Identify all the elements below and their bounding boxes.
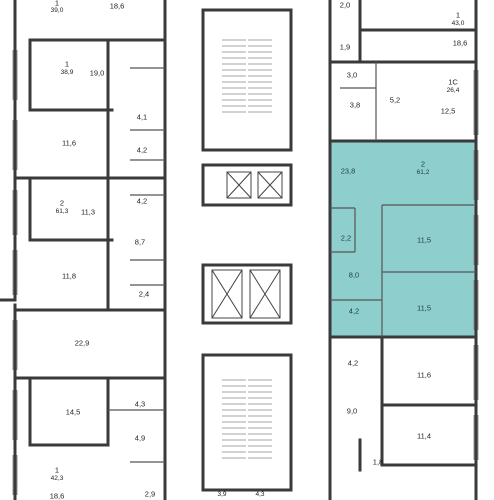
apt-1-rooms: 1 [54, 0, 60, 8]
room-area: 4,2 [136, 145, 148, 155]
room-area: 9,0 [346, 406, 358, 416]
room-area: 3,9 [217, 490, 227, 498]
lift-block-top [201, 163, 293, 207]
room-area: 11,6 [61, 138, 77, 148]
room-area: 19,0 [89, 68, 105, 78]
room-area: 22,9 [74, 338, 90, 348]
room-area: 11,4 [416, 431, 432, 441]
room-area: 1,9 [339, 42, 351, 52]
room-area: 2,0 [339, 0, 351, 10]
apt-4-rooms: 1 [54, 465, 60, 475]
apt-2-area: 38,9 [60, 68, 74, 76]
walls [0, 0, 478, 500]
apt-3-rooms: 2 [59, 198, 65, 208]
apt-5-area: 43,0 [451, 19, 465, 27]
apt-6-area: 26,4 [446, 86, 460, 94]
room-area: 18,6 [109, 1, 125, 11]
apt-1-area: 39,0 [50, 6, 64, 14]
room-area: 4,9 [134, 433, 146, 443]
room-area: 3,8 [349, 100, 361, 110]
room-area: 4,2 [347, 358, 359, 368]
thin-partitions [108, 62, 476, 463]
room-area: 4,2 [348, 306, 360, 316]
staircase [222, 39, 272, 459]
room-area: 11,5 [416, 303, 432, 313]
room-area: 11,3 [80, 207, 96, 217]
room-area: 18,6 [49, 491, 65, 500]
room-area: 8,7 [134, 237, 146, 247]
room-area: 4,3 [255, 490, 265, 498]
room-area: 8,0 [348, 270, 360, 280]
apt-3-area: 61,3 [55, 207, 69, 215]
selected-apt-area: 61,2 [416, 168, 430, 176]
room-area: 2,9 [144, 489, 156, 499]
room-area: 1,8 [372, 457, 384, 467]
room-area: 4,3 [134, 399, 146, 409]
room-area: 11,6 [416, 370, 432, 380]
lift-cars [211, 171, 283, 319]
room-area: 11,5 [416, 235, 432, 245]
apt-5-rooms: 1 [455, 10, 461, 20]
stair-core-top [201, 8, 293, 152]
room-area: 3,0 [346, 70, 358, 80]
apt-6-rooms: 1С [448, 77, 458, 87]
room-area: 4,1 [136, 112, 148, 122]
stair-core-bottom [201, 353, 293, 492]
apt-2-rooms: 1 [64, 59, 70, 69]
room-area: 18,6 [452, 38, 468, 48]
selected-apt-rooms: 2 [420, 159, 426, 169]
apt-4-area: 42,3 [50, 474, 64, 482]
room-area: 14,5 [65, 407, 81, 417]
windows [12, 50, 479, 495]
room-area: 4,2 [136, 196, 148, 206]
lift-block-bottom [201, 263, 293, 325]
room-area: 11,8 [61, 271, 77, 281]
room-area: 2,2 [340, 233, 352, 243]
room-area: 2,4 [138, 289, 150, 299]
room-area: 5,2 [389, 95, 401, 105]
room-area: 23,8 [340, 166, 356, 176]
room-area: 12,5 [440, 106, 456, 116]
